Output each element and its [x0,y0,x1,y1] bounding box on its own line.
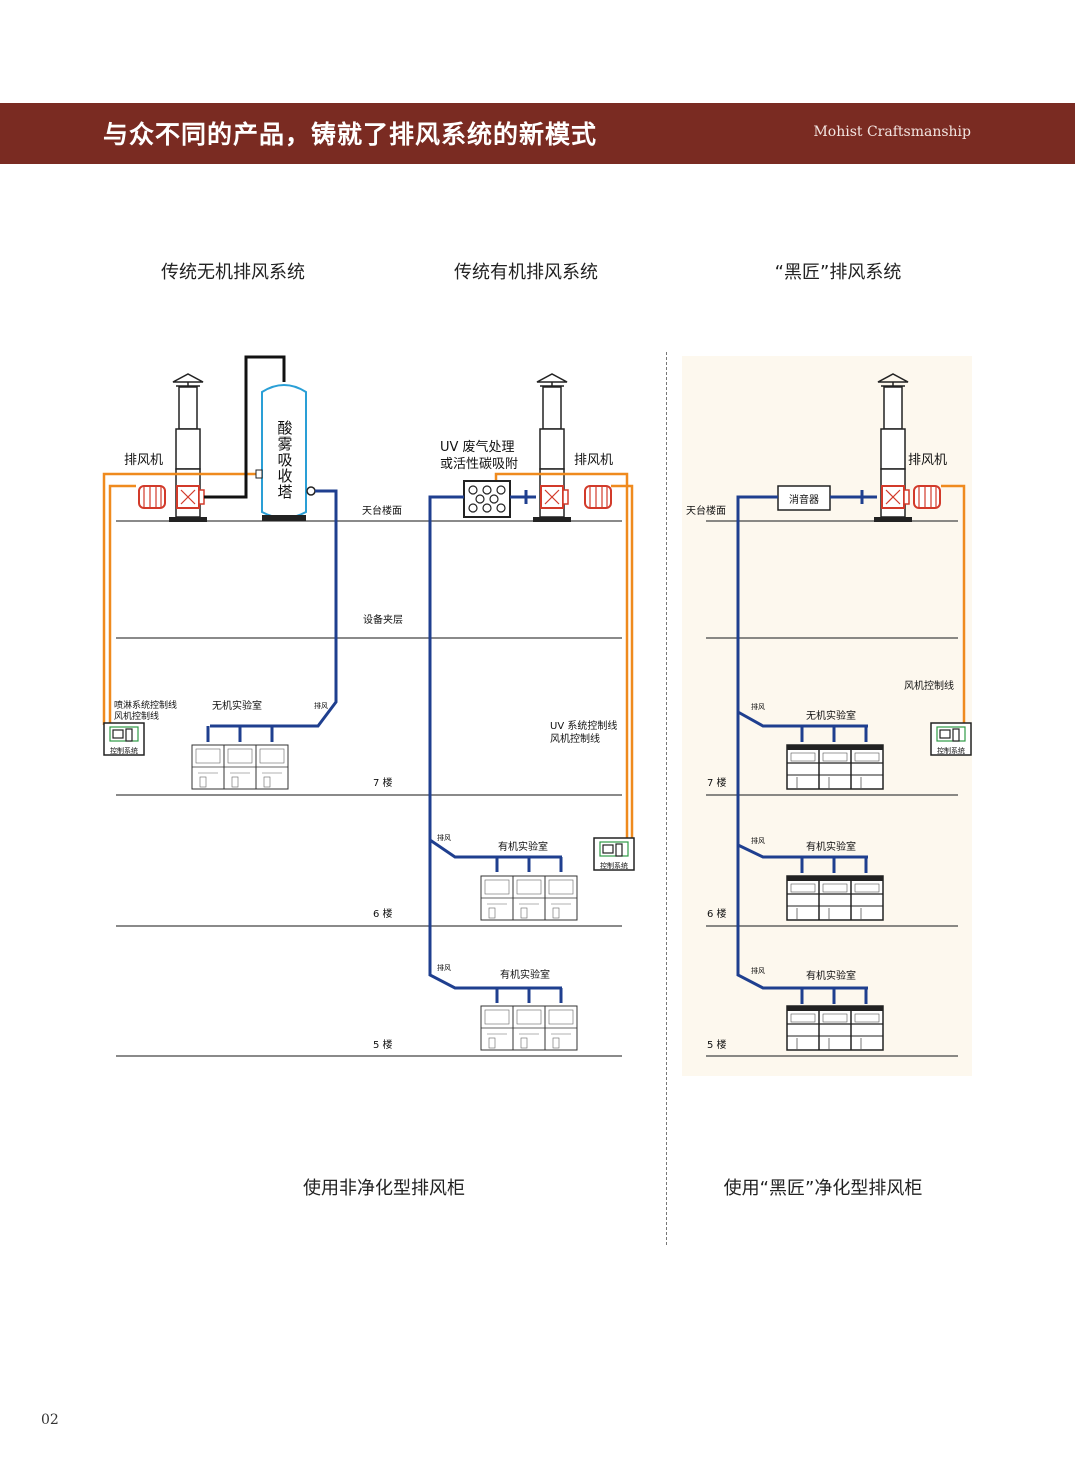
organic-lab-label-6f: 有机实验室 [498,840,548,853]
acid-tower-label: 酸 雾 吸 收 塔 [277,419,292,501]
uv-control-wire [494,472,629,840]
silencer-box [777,485,831,511]
fan-label-1: 排风机 [124,453,163,468]
exhaust-fan-2 [540,485,569,509]
acid-tower-char: 酸 [277,419,292,437]
floor5-label-1: 5 楼 [373,1038,393,1051]
duct-main-2 [428,495,562,990]
floor6-label-1: 6 楼 [373,907,393,920]
floor-lines [116,520,958,1057]
spray-ctrl-label-1: 喷淋系统控制线 [114,699,177,711]
col3-title: “黑匠”排风系统 [774,262,902,283]
fume-hoods-organic-5f [480,1005,578,1051]
fan-motor-3 [913,485,941,509]
fan-control-wire [941,484,966,725]
exhaust-label-3a: 排风 [751,702,765,711]
inorganic-lab-label-3: 无机实验室 [806,709,856,722]
acid-tower-char: 塔 [277,483,292,501]
acid-tower-char: 吸 [277,451,292,469]
heijiang-panel [682,356,972,1076]
floor7-label-1: 7 楼 [373,776,393,789]
ctrl-sys-label-1: 控制系统 [110,746,138,755]
page-title: 与众不同的产品，铸就了排风系统的新模式 [103,120,598,149]
exhaust-fan-3 [881,485,910,509]
dashed-divider [666,352,667,1245]
fan-label-2: 排风机 [574,453,613,468]
col2-title: 传统有机排风系统 [454,262,598,283]
organic-lab-label-3b: 有机实验室 [806,969,856,982]
left-caption: 使用非净化型排风柜 [303,1178,465,1199]
ctrl-sys-label-3: 控制系统 [937,746,965,755]
purifying-hoods-7f [786,744,884,790]
roof-label-1: 天台楼面 [362,504,402,517]
uv-label-1: UV 废气处理 [440,439,515,455]
floor6-label-3: 6 楼 [707,907,727,920]
floor7-label-3: 7 楼 [707,776,727,789]
header-banner: 与众不同的产品，铸就了排风系统的新模式 Mohist Craftsmanship [0,103,1075,164]
col2-system [428,373,635,1051]
fume-hoods-organic-6f [480,875,578,921]
organic-lab-label-5f: 有机实验室 [500,968,550,981]
exhaust-label-1: 排风 [314,701,328,710]
purifying-hoods-6f [786,875,884,921]
fan-label-3: 排风机 [908,453,947,468]
exhaust-label-2a: 排风 [437,833,451,842]
ctrl-sys-label-2: 控制系统 [600,861,628,870]
exhaust-label-3b: 排风 [751,836,765,845]
mezzanine-label: 设备夹层 [363,613,403,626]
control-wire-1 [102,472,258,725]
duct-main-3 [736,495,868,990]
duct-main-1 [210,489,338,728]
floor5-label-3: 5 楼 [707,1038,727,1051]
inorganic-lab-label-1: 无机实验室 [212,699,262,712]
right-caption: 使用“黑匠”净化型排风柜 [723,1178,923,1199]
uv-label-2: 或活性碳吸附 [440,457,518,472]
exhaust-label-3c: 排风 [751,966,765,975]
acid-tower-char: 收 [277,467,292,485]
acid-tower-char: 雾 [277,435,292,453]
duct-to-tower [204,355,286,499]
fan-ctrl-label: 风机控制线 [904,679,954,692]
roof-label-3: 天台楼面 [686,504,726,517]
fume-hoods-inorganic [191,744,289,790]
purifying-hoods-5f [786,1005,884,1051]
brand-subtitle: Mohist Craftsmanship [813,124,971,140]
col1-system [102,355,338,790]
silencer-label: 消音器 [789,493,819,506]
exhaust-label-2b: 排风 [437,963,451,972]
uv-ctrl-label-2: 风机控制线 [550,732,600,745]
col3-system [736,373,972,1051]
fan-motor-1 [138,485,166,509]
page-number: 02 [41,1412,59,1428]
organic-lab-label-3a: 有机实验室 [806,840,856,853]
uv-ctrl-label-1: UV 系统控制线 [550,719,617,732]
fan-motor-2 [584,485,612,509]
control-wire-1b [108,484,136,725]
spray-ctrl-label-2: 风机控制线 [114,710,159,722]
col1-title: 传统无机排风系统 [161,262,305,283]
exhaust-fan-1 [176,485,205,509]
